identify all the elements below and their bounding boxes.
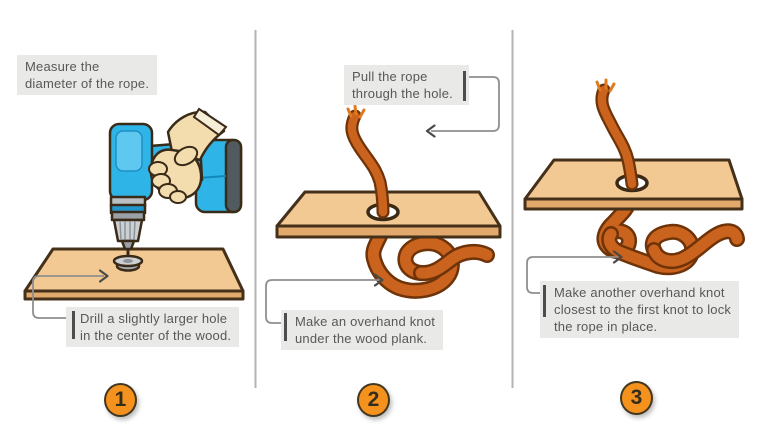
callout-connector [431,76,500,132]
step2-illustration [265,76,502,324]
finger-4 [169,190,187,204]
arrow-right-icon [373,273,384,287]
wood-plank-edge [23,289,245,301]
step1-callout-line [32,269,109,319]
step2-knot-callout-line [265,273,384,324]
callout-overhand-knot: Make an overhand knot under the wood pla… [281,310,444,350]
wood-plank-edge [275,224,502,239]
callout-lock-knot: Make another overhand knot closest to th… [540,281,740,338]
rope-frayed-tip [346,104,366,119]
step3-illustration [523,78,745,294]
thumb [173,145,199,167]
sleeve-edge [192,107,228,137]
rope-upper [595,78,639,191]
step-1-badge: 1 [104,383,137,417]
step1-illustration [23,107,245,319]
arrow-right-icon [612,250,623,264]
callout-connector [526,256,618,294]
drill-chuck [112,218,144,243]
drill-chuck-tip [120,239,136,251]
step2-pull-callout-line [425,76,500,138]
rope-frayed-tip [595,78,616,93]
step3-callout-line [526,250,623,294]
chuck-ridges [119,220,136,241]
arrow-right-icon [98,269,109,283]
step-2-badge: 2 [357,383,390,417]
drill-body-panel [115,130,143,172]
double-overhand-knot [596,192,745,276]
callout-connector [265,279,379,324]
overhand-knot [365,220,495,299]
callout-measure-rope: Measure the diameter of the rope. [17,55,158,95]
step-3-badge: 3 [620,381,653,415]
callout-tick [463,71,466,101]
callout-tick [543,285,546,317]
rope-upper [345,104,390,219]
callout-pull-rope: Pull the rope through the hole. [344,65,469,105]
panel-dividers [254,30,514,388]
callout-tick [72,311,75,339]
drill-illustration [108,107,243,272]
hand-illustration [148,107,228,204]
callout-connector [32,275,104,319]
drill-battery-end [224,138,243,214]
callout-drill-hole: Drill a slightly larger hole in the cent… [66,307,240,347]
wood-plank-edge [523,197,744,211]
callout-tick [284,313,287,341]
arrow-left-icon [425,124,436,138]
washer-hub [123,259,133,263]
